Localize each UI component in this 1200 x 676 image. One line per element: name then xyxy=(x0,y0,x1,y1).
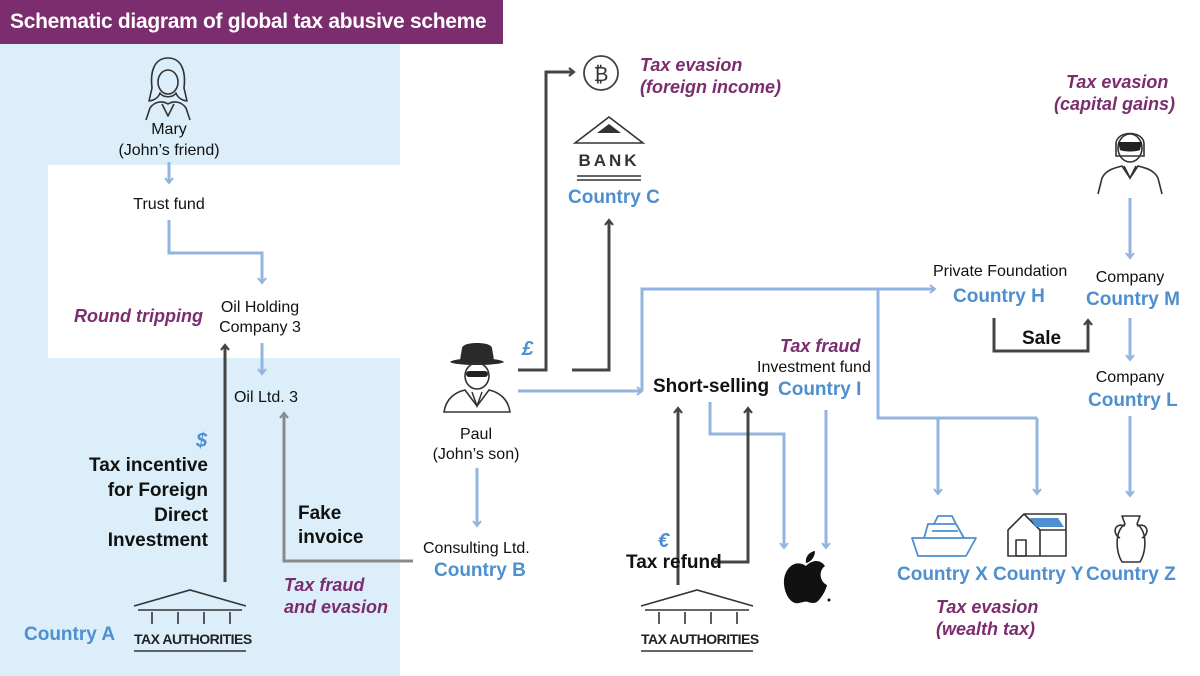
tax-authorities-building-icon xyxy=(640,589,754,652)
line-main-trunk xyxy=(640,284,937,391)
tax-incentive-line3: Direct xyxy=(154,505,208,526)
trust-region xyxy=(48,165,400,358)
short-selling-label: Short-selling xyxy=(653,376,770,397)
tax-refund-label: Tax refund xyxy=(626,552,722,573)
country-l-label: Country L xyxy=(1088,390,1178,411)
tax-incentive-line4: Investment xyxy=(107,530,208,551)
tax-evasion-wealth-line1: Tax evasion xyxy=(936,597,1039,617)
country-c-label: Country C xyxy=(568,187,660,208)
country-m-label: Country M xyxy=(1086,289,1180,310)
tax-evasion-capital-line1: Tax evasion xyxy=(1066,72,1169,92)
arrow-taxrefund-shortselling xyxy=(714,406,753,564)
tax-evasion-foreign-line1: Tax evasion xyxy=(640,55,743,75)
arrow-paul-bank xyxy=(572,218,614,372)
vase-icon xyxy=(1114,515,1148,563)
country-a-label: Country A xyxy=(24,624,116,645)
tax-authorities-building-icon xyxy=(133,589,247,652)
paul-desc: (John’s son) xyxy=(432,446,520,463)
country-i-label: Country I xyxy=(778,379,862,400)
company-l-label: Company xyxy=(1095,369,1165,386)
country-b-label: Country B xyxy=(434,560,526,581)
oil-holding-line1: Oil Holding xyxy=(220,299,300,316)
tax-evasion-wealth-line2: (wealth tax) xyxy=(936,619,1036,639)
tax-incentive-line2: for Foreign xyxy=(107,480,208,501)
tax-evasion-capital-line2: (capital gains) xyxy=(1054,94,1176,114)
country-y-label: Country Y xyxy=(993,564,1084,585)
tax-incentive-line1: Tax incentive xyxy=(89,455,208,476)
masked-person-icon xyxy=(1097,132,1163,195)
round-tripping-label: Round tripping xyxy=(74,306,203,326)
tax-evasion-foreign-line2: (foreign income) xyxy=(640,77,782,97)
tax-authorities-b-label: TAX AUTHORITIES xyxy=(641,631,759,647)
company-m-label: Company xyxy=(1095,269,1165,286)
arrow-sale xyxy=(992,318,1093,353)
bank-label: BANK xyxy=(578,151,639,170)
sale-label: Sale xyxy=(1022,328,1062,349)
fake-invoice-line1: Fake xyxy=(298,503,342,524)
pound-symbol: £ xyxy=(522,338,534,360)
spy-icon xyxy=(443,343,511,413)
consulting-label: Consulting Ltd. xyxy=(423,540,530,557)
woman-icon xyxy=(145,57,191,121)
country-a-region xyxy=(0,44,400,676)
bank-icon xyxy=(572,115,646,181)
euro-symbol: € xyxy=(658,530,670,552)
private-foundation-label: Private Foundation xyxy=(933,263,1068,280)
paul-name: Paul xyxy=(459,426,493,443)
trust-fund-label: Trust fund xyxy=(133,196,205,213)
dollar-symbol: $ xyxy=(196,430,208,452)
investment-fund-label: Investment fund xyxy=(757,359,871,376)
country-z-label: Country Z xyxy=(1086,564,1176,585)
tax-fraud-label: Tax fraud xyxy=(780,336,861,356)
tax-fraud-evasion-line1: Tax fraud xyxy=(284,575,365,595)
country-x-label: Country X xyxy=(897,564,988,585)
mary-name: Mary xyxy=(151,121,187,138)
oil-holding-line2: Company 3 xyxy=(219,319,301,336)
bitcoin-icon: ₿ xyxy=(583,55,619,91)
fake-invoice-line2: invoice xyxy=(298,527,364,548)
yacht-icon xyxy=(911,515,977,557)
bitcoin-glyph: ₿ xyxy=(594,62,609,86)
arrow-paul-bitcoin xyxy=(518,67,576,372)
apple-icon xyxy=(783,551,831,604)
tax-authorities-a-label: TAX AUTHORITIES xyxy=(134,631,252,647)
oil-ltd-label: Oil Ltd. 3 xyxy=(233,389,299,406)
solar-house-icon xyxy=(1007,513,1067,557)
line-foundation-branch xyxy=(876,289,1037,420)
arrow-consulting-oilltd xyxy=(279,411,413,563)
diagram-title: Schematic diagram of global tax abusive … xyxy=(0,0,503,44)
arrow-trust-holding xyxy=(167,220,267,285)
country-h-label: Country H xyxy=(953,286,1045,307)
mary-desc: (John’s friend) xyxy=(118,142,220,159)
tax-fraud-evasion-line2: and evasion xyxy=(284,597,389,617)
